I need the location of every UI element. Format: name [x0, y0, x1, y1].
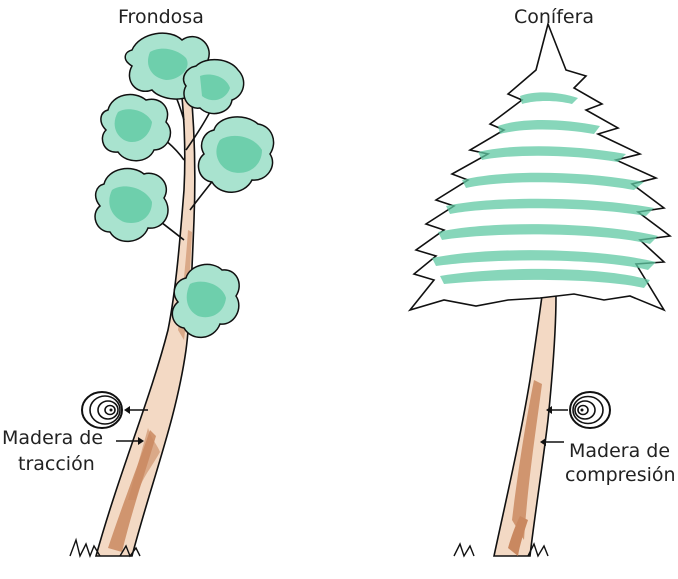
- conifer-tree: [407, 21, 673, 558]
- conifer-title: Conífera: [514, 6, 595, 28]
- broadleaf-tree: [69, 32, 275, 559]
- broadleaf-grass: [69, 537, 141, 559]
- tension-wood-label-line1: Madera de: [2, 427, 104, 449]
- conifer-grass: [453, 542, 549, 558]
- compression-wood-cross-section: [569, 391, 611, 429]
- conifer-crown: [407, 21, 673, 312]
- broadleaf-title: Frondosa: [118, 6, 204, 28]
- conifer-foliage: [432, 92, 658, 288]
- conifer-trunk-shade: [512, 380, 542, 540]
- compression-wood-label-line1: Madera de: [569, 440, 671, 462]
- tension-arrows: [116, 406, 148, 445]
- compression-arrows: [540, 406, 568, 446]
- tension-wood-cross-section: [81, 391, 123, 429]
- compression-wood-label-line2: compresión: [565, 464, 676, 486]
- tension-wood-label-line2: tracción: [18, 453, 95, 475]
- broadleaf-foliage: [94, 32, 275, 338]
